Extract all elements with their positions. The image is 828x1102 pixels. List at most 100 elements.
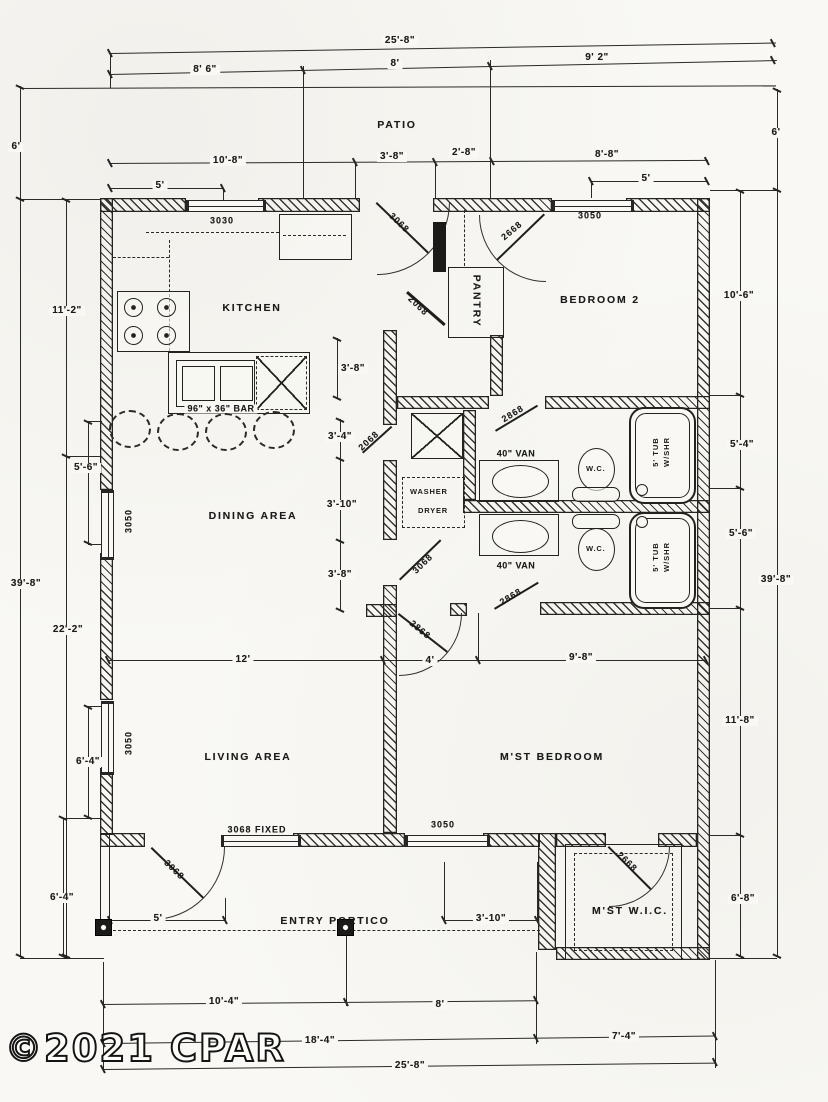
- witness-line: [591, 181, 592, 198]
- window: [552, 200, 634, 212]
- dimension-label: 18'-4": [301, 1036, 339, 1046]
- dimension-label: 8' 6": [190, 65, 220, 75]
- dimension-label: 25'-8": [381, 36, 419, 46]
- burner-icon: [157, 326, 176, 345]
- witness-line: [20, 958, 104, 959]
- opening-label: 2868: [497, 586, 524, 608]
- room-label: ENTRY PORTICO: [280, 914, 390, 927]
- dimension-line: [110, 42, 776, 54]
- dimension-label: 6': [8, 142, 24, 152]
- pantry-fold-line: [464, 210, 465, 266]
- opening-label: 3050: [577, 210, 603, 221]
- dimension-label: 2'-8": [448, 148, 480, 158]
- dimension-label: 5': [638, 174, 654, 184]
- vanity-sink: [492, 465, 549, 498]
- dimension-line: [88, 421, 89, 544]
- dimension-label: 22'-2": [49, 625, 87, 635]
- patio-edge: [490, 88, 491, 198]
- witness-line: [223, 188, 224, 200]
- dimension-label: 6'-8": [727, 894, 759, 904]
- dimension-line: [103, 1000, 536, 1005]
- wall-segment: [383, 585, 397, 833]
- portico-edge: [108, 930, 540, 931]
- dimension-label: 5'-6": [725, 529, 757, 539]
- wall-segment: [626, 198, 710, 212]
- witness-line: [66, 456, 100, 457]
- window: [101, 701, 114, 775]
- dimension-line: [740, 191, 741, 957]
- witness-line: [444, 862, 445, 920]
- vanity-label: 40" VAN: [496, 560, 536, 571]
- opening-label: 3050: [123, 730, 134, 756]
- witness-line: [710, 488, 741, 489]
- refrigerator: [279, 214, 352, 260]
- wall-segment: [383, 330, 397, 425]
- tub-faucet: [636, 516, 648, 528]
- witness-line: [478, 613, 479, 660]
- dimension-label: 25'-8": [391, 1061, 429, 1071]
- room-label: DINING AREA: [208, 509, 298, 522]
- bar-label: 96" x 36" BAR: [184, 404, 258, 414]
- bar-stool: [157, 413, 199, 451]
- witness-line: [435, 163, 436, 198]
- witness-line: [225, 898, 226, 920]
- sink-basin: [220, 366, 253, 401]
- dimension-label: 3'-10": [472, 914, 510, 924]
- room-label: PANTRY: [470, 274, 483, 328]
- room-label: PATIO: [377, 118, 417, 131]
- wall-segment: [433, 198, 552, 212]
- dimension-line: [337, 338, 338, 399]
- witness-line: [710, 395, 741, 396]
- refrigerator-line: [283, 235, 346, 236]
- toilet-tank: [572, 514, 620, 529]
- dimension-label: 10'-6": [720, 291, 758, 301]
- dimension-label: 10'-8": [209, 156, 247, 166]
- wall-segment: [463, 410, 476, 500]
- opening-label: 3030: [209, 215, 235, 226]
- dimension-line: [20, 86, 21, 957]
- wall-segment: [100, 198, 186, 212]
- wall-segment: [100, 833, 145, 847]
- room-label: M'ST BEDROOM: [499, 750, 605, 763]
- wc-label: W.C.: [586, 464, 606, 473]
- dimension-line: [777, 89, 778, 957]
- bar-stool: [253, 411, 295, 449]
- window: [221, 835, 301, 847]
- burner-icon: [124, 298, 143, 317]
- dimension-label: 5'-6": [70, 463, 102, 473]
- witness-line: [63, 818, 102, 819]
- witness-line: [88, 706, 102, 707]
- room-label: KITCHEN: [222, 301, 282, 314]
- wall-segment: [383, 460, 397, 540]
- opening-label: 3068: [410, 551, 435, 576]
- dimension-line: [110, 159, 708, 164]
- dimension-label: 6'-4": [72, 757, 104, 767]
- wall-segment: [483, 833, 540, 847]
- wall-segment: [397, 396, 489, 409]
- witness-line: [710, 608, 741, 609]
- dimension-label: 10'-4": [205, 997, 243, 1007]
- wall-segment: [556, 833, 606, 847]
- witness-line: [537, 862, 538, 920]
- washer-dryer: [402, 477, 465, 528]
- witness-line: [103, 962, 104, 1070]
- dimension-label: 7'-4": [608, 1032, 640, 1042]
- master-closet: [565, 844, 682, 960]
- bathtub: [629, 512, 696, 609]
- dimension-label: 5'-4": [726, 440, 758, 450]
- toilet-tank: [572, 487, 620, 502]
- dimension-label: 39'-8": [7, 579, 45, 589]
- witness-line: [346, 934, 347, 1006]
- tub-faucet: [636, 484, 648, 496]
- witness-line: [355, 163, 356, 198]
- porch-post: [337, 919, 354, 936]
- dimension-label: 3'-4": [324, 432, 356, 442]
- witness-line: [536, 952, 537, 1044]
- window: [186, 200, 266, 212]
- dryer-label: DRYER: [418, 506, 448, 515]
- dimension-line: [340, 419, 341, 611]
- dimension-label: 3'-8": [337, 364, 369, 374]
- witness-line: [715, 960, 716, 1068]
- wall-segment: [697, 198, 710, 960]
- toilet: [578, 528, 615, 571]
